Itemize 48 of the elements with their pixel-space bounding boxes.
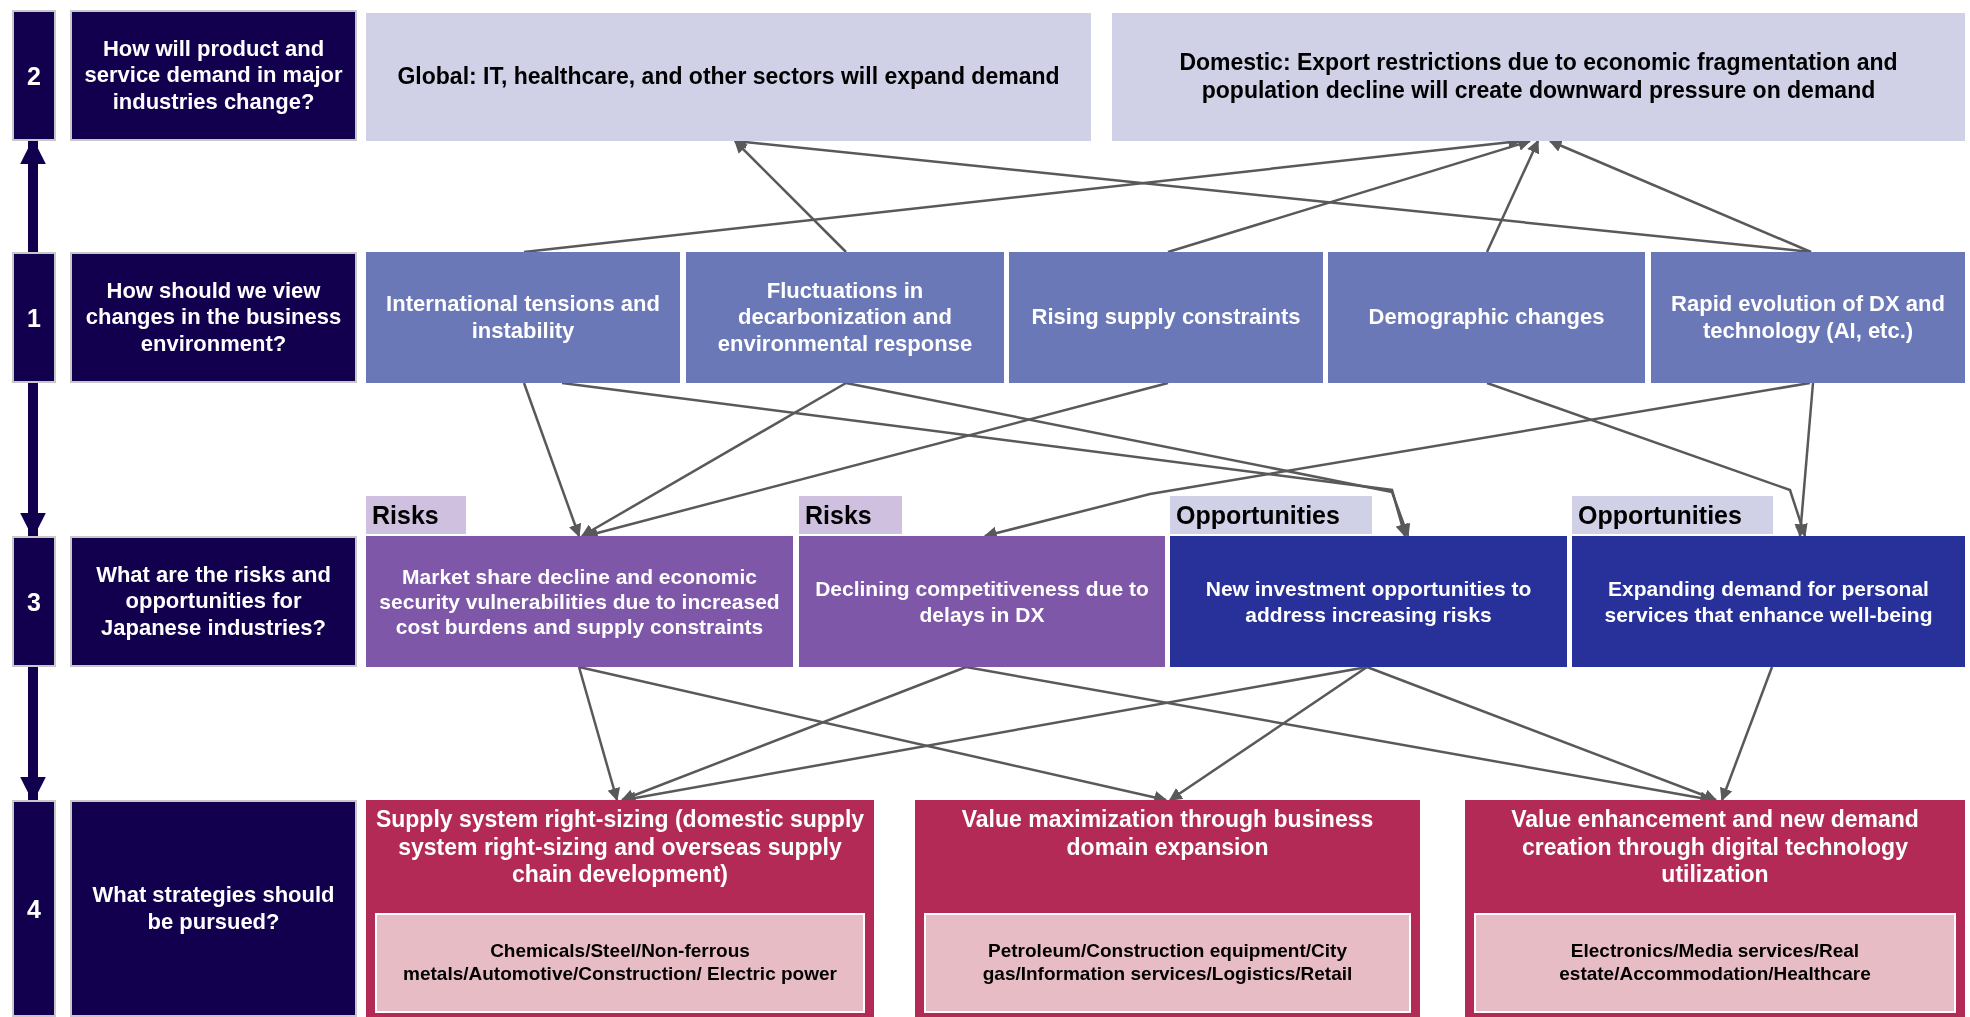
question-box: How will product and service demand in major industries change?: [70, 10, 357, 141]
arrow: [1548, 139, 1812, 254]
step-number-box: 2: [12, 10, 56, 141]
industry-box: Chemicals/Steel/Non-ferrous metals/Automotive/Construction/ Electric power: [375, 913, 865, 1013]
opportunity-box: Expanding demand for personal services that enhance well-being: [1572, 536, 1965, 667]
arrow: [20, 667, 46, 803]
strategy-box: [366, 800, 874, 1017]
opportunity-box: New investment opportunities to address increasing risks: [1170, 536, 1567, 667]
factor-box: Fluctuations in decarbonization and environmental response: [686, 252, 1004, 383]
factor-box: Rapid evolution of DX and technology (AI, etc.): [1651, 252, 1965, 383]
industry-box: Petroleum/Construction equipment/City gas/Information services/Logistics/Retail: [924, 913, 1411, 1013]
strategy-box: [915, 800, 1420, 1017]
arrow: [1366, 665, 1718, 802]
question-box: How should we view changes in the business environment?: [70, 252, 357, 383]
strategy-heading: Value maximization through business domain expansion: [960, 806, 1375, 862]
question-box: What strategies should be pursued?: [70, 800, 357, 1017]
question-box: What are the risks and opportunities for Japanese industries?: [70, 536, 357, 667]
factor-box: Rising supply constraints: [1009, 252, 1323, 383]
step-number-box: 4: [12, 800, 56, 1017]
demand-box: Global: IT, healthcare, and other sectors will expand demand: [366, 13, 1091, 141]
arrow: [561, 381, 1409, 538]
strategy-heading: Value enhancement and new demand creation through digital technology utilization: [1510, 806, 1920, 889]
risk-box: Market share decline and economic security vulnerabilities due to increased cost burdens and supply constraints: [366, 536, 793, 667]
strategy-box: [1465, 800, 1965, 1017]
industry-box: Electronics/Media services/Real estate/Accommodation/Healthcare: [1474, 913, 1956, 1013]
arrow: [1794, 382, 1815, 538]
arrow: [1485, 139, 1540, 253]
category-tab: Opportunities: [1572, 496, 1773, 534]
arrow: [620, 665, 967, 802]
step-number-box: 1: [12, 252, 56, 383]
arrow: [1720, 666, 1774, 802]
factor-box: Demographic changes: [1328, 252, 1645, 383]
demand-box: Domestic: Export restrictions due to economic fragmentation and population decline will create downward pressure on demand: [1112, 13, 1965, 141]
category-tab: Risks: [366, 496, 466, 534]
category-tab: Opportunities: [1170, 496, 1372, 534]
arrow: [577, 666, 621, 802]
risk-box: Declining competitiveness due to delays in DX: [799, 536, 1165, 667]
category-tab: Risks: [799, 496, 902, 534]
factor-box: International tensions and instability: [366, 252, 680, 383]
arrow: [1168, 665, 1368, 802]
strategy-heading: Supply system right-sizing (domestic supply system right-sizing and overseas supply chain development): [374, 806, 866, 889]
arrow: [1486, 381, 1808, 538]
arrow: [734, 140, 847, 253]
arrow: [845, 381, 1411, 538]
arrow: [522, 382, 582, 538]
arrow: [20, 383, 46, 539]
arrow: [580, 381, 847, 538]
step-number-box: 3: [12, 536, 56, 667]
